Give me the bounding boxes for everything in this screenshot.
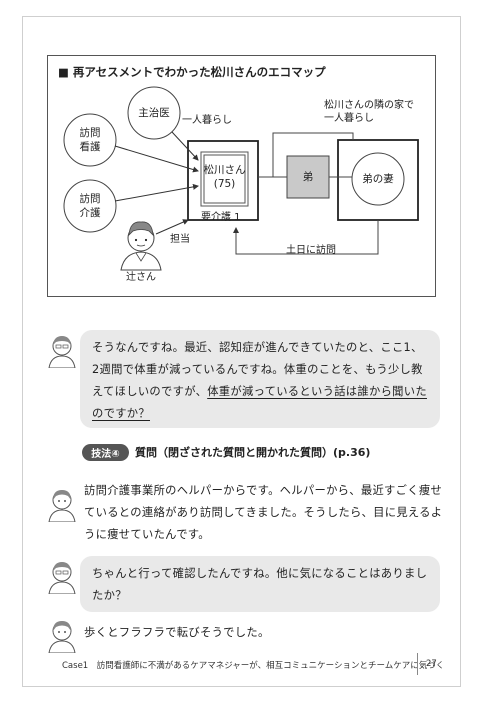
node-tsuji-label: 辻さん — [126, 272, 156, 283]
node-matsukawa: 松川さん (75) — [198, 163, 251, 191]
node-home-nursing-line2: 看護 — [79, 141, 101, 153]
label-care-level: 要介護 1 — [201, 212, 241, 223]
a1-line1: 訪問介護事業所のヘルパーからです。ヘルパーから、最近すごく痩せ — [84, 484, 443, 497]
node-home-care: 訪問 介護 — [66, 192, 114, 220]
node-matsukawa-age: (75) — [213, 178, 236, 190]
tsuji-avatar-icon — [120, 221, 162, 271]
footer-separator — [417, 653, 418, 675]
page-number: 27 — [426, 659, 437, 669]
speaker-b-avatar-icon — [48, 490, 76, 522]
node-brother: 弟 — [302, 171, 314, 183]
question-bubble-1 — [80, 330, 440, 428]
question-bubble-2 — [80, 556, 440, 612]
q1-line3-plain: えてほしいのですが、 — [92, 385, 208, 398]
ecomap-diagram — [63, 86, 419, 271]
node-matsukawa-name: 松川さん — [203, 164, 246, 176]
technique-badge: 技法④ — [82, 444, 129, 461]
a1-line3: うに痩せていたんです。 — [84, 528, 210, 541]
footer-case-text: Case1 訪問看護師に不満があるケアマネジャーが、相互コミュニケーションとチー… — [62, 661, 445, 671]
node-home-care-line1: 訪問 — [79, 193, 101, 205]
q2-line1: ちゃんと行って確認したんですね。他に気になることはありまし — [92, 567, 428, 580]
a1-line2: ているとの連絡があり訪問してきました。そうしたら、目に見えるよ — [84, 506, 443, 519]
label-lives-alone: 一人暮らし — [182, 115, 232, 126]
q1-line3: えてほしいのですが、体重が減っているという話は誰から聞いた — [92, 381, 427, 403]
label-weekend-visit: 土日に訪問 — [286, 245, 336, 256]
technique-title: 質問（閉ざされた質問と開かれた質問）(p.36) — [135, 446, 371, 459]
q1-line2: 2週間で体重が減っているんですね。体重のことを、もう少し教 — [92, 363, 423, 376]
node-home-care-line2: 介護 — [79, 207, 101, 219]
q1-line3-underlined: 体重が減っているという話は誰から聞いた — [207, 385, 427, 398]
node-home-nursing-line1: 訪問 — [79, 127, 101, 139]
q1-line1: そうなんですね。最近、認知症が進んできていたのと、ここ1、 — [92, 341, 423, 354]
speaker-b-avatar-icon-2 — [48, 621, 76, 653]
a2-line1: 歩くとフラフラで転びそうでした。 — [84, 626, 270, 639]
q2-line2: たか？ — [92, 589, 127, 602]
label-neighbor-line2: 一人暮らし — [324, 113, 374, 124]
speaker-a-avatar-icon — [48, 336, 76, 368]
q1-line4: のですか？ — [92, 407, 150, 420]
speaker-a-avatar-icon-2 — [48, 562, 76, 594]
node-home-nursing: 訪問 看護 — [66, 126, 114, 154]
ecomap-figure: ■ 再アセスメントでわかった松川さんのエコマップ — [47, 55, 436, 297]
technique-badge-label: 技法④ — [91, 449, 120, 460]
ecomap-title: ■ 再アセスメントでわかった松川さんのエコマップ — [58, 65, 326, 79]
label-in-charge: 担当 — [170, 234, 190, 245]
node-doctor: 主治医 — [138, 107, 170, 119]
label-neighbor-line1: 松川さんの隣の家で — [324, 100, 414, 111]
node-brother-wife: 弟の妻 — [362, 173, 394, 185]
